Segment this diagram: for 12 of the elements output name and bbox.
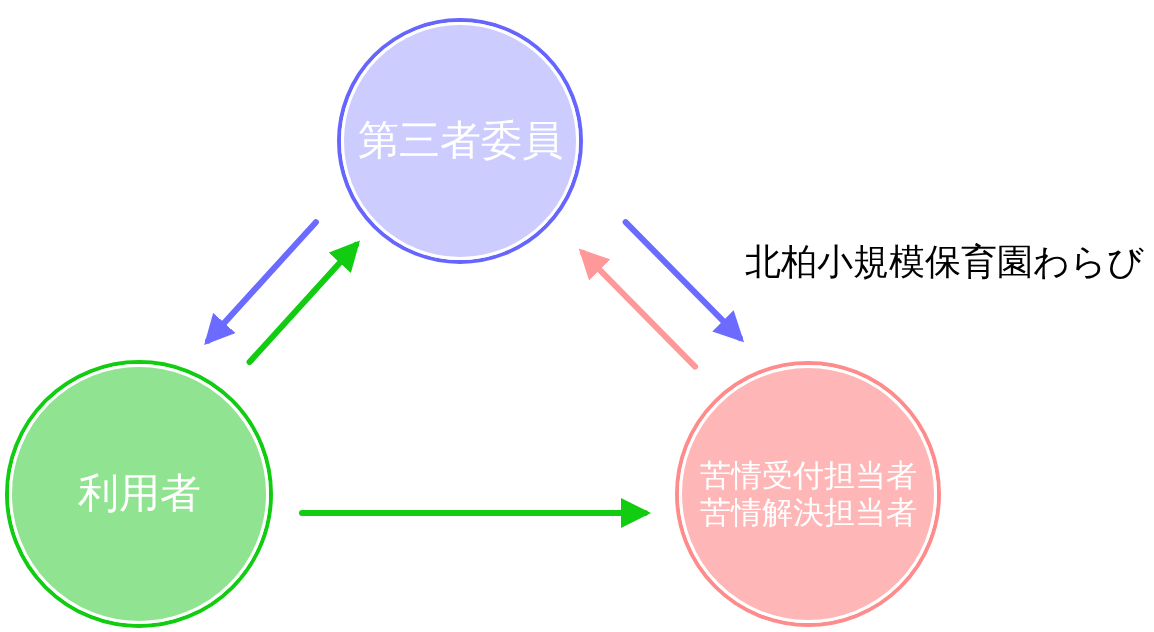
node-label: 苦情解決担当者 (699, 494, 917, 532)
arrow (204, 219, 319, 346)
arrow (578, 248, 699, 370)
arrow (299, 498, 651, 528)
circle-node (5, 360, 273, 628)
circle-node (675, 361, 941, 627)
circle-node (337, 18, 583, 264)
node-label: 利用者 (77, 469, 201, 519)
arrow (622, 219, 745, 343)
node-label: 苦情受付担当者 (699, 456, 917, 494)
arrow (246, 240, 360, 366)
organization-label: 北柏小規模保育園わらび (745, 240, 1144, 284)
